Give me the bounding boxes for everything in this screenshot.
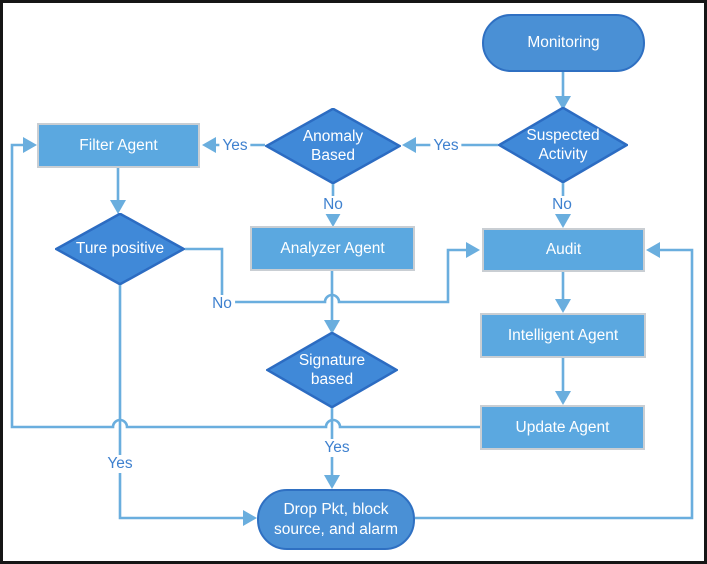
node-signature-based-label: Signature based [298,351,366,388]
node-filter-agent-label: Filter Agent [79,136,158,154]
node-anomaly-based-label: Anomaly Based [302,127,364,164]
node-intelligent-agent: Intelligent Agent [480,313,646,358]
node-audit-label: Audit [545,241,582,259]
arrowhead-into-update [555,391,571,405]
arrowhead-into-anomaly [402,137,416,153]
arrowhead-into-analyzer [325,213,341,227]
node-ture-positive-label: Ture positive [75,240,165,258]
diamond-shape [266,332,398,408]
arrowhead-into-audit-right [646,242,660,258]
arrowhead-into-audit-top [555,214,571,228]
edge-label-no-suspected-audit: No [549,196,575,214]
diamond-shape [498,107,628,183]
node-drop-pkt: Drop Pkt, block source, and alarm [257,489,415,550]
edge-turepositive-droppkt [118,285,243,520]
node-suspected-activity: Suspected Activity [498,107,628,183]
node-filter-agent: Filter Agent [37,123,200,168]
node-signature-based: Signature based [266,332,398,408]
arrowhead-into-droppkt-top [324,475,340,489]
node-analyzer-agent: Analyzer Agent [250,226,415,271]
node-suspected-activity-label: Suspected Activity [526,126,600,163]
node-anomaly-based: Anomaly Based [265,108,401,184]
diamond-shape [55,213,185,285]
arrowhead-into-filter-left [23,137,37,153]
arrowhead-into-signature [324,320,340,334]
edge-label-yes-turepositive-droppkt: Yes [104,455,136,473]
node-drop-pkt-label: Drop Pkt, block source, and alarm [273,501,399,538]
node-update-agent: Update Agent [480,405,645,450]
edge-label-yes-anomaly-filter: Yes [219,137,251,155]
arrowhead-into-suspected [555,96,571,110]
edge-label-yes-signature-droppkt: Yes [321,439,353,457]
arrowhead-into-filter-right [202,137,216,153]
diamond-shape [265,108,401,184]
node-audit: Audit [482,228,645,272]
node-intelligent-agent-label: Intelligent Agent [507,326,619,344]
edge-turepositive-audit [185,247,466,304]
edge-label-no-turepositive-audit: No [209,295,235,313]
arrowhead-into-intelligent [555,299,571,313]
arrowhead-into-turepositive [110,200,126,214]
arrowhead-into-audit-left [466,242,480,258]
edge-droppkt-audit [415,248,694,520]
node-monitoring: Monitoring [482,14,645,72]
edge-label-no-anomaly-analyzer: No [320,196,346,214]
arrowhead-into-droppkt-left [243,510,257,526]
node-update-agent-label: Update Agent [515,418,610,436]
node-monitoring-label: Monitoring [527,34,600,52]
edge-label-yes-suspected-anomaly: Yes [430,137,462,155]
edge-update-filter [10,143,480,429]
node-ture-positive: Ture positive [55,213,185,285]
node-analyzer-agent-label: Analyzer Agent [280,239,385,257]
